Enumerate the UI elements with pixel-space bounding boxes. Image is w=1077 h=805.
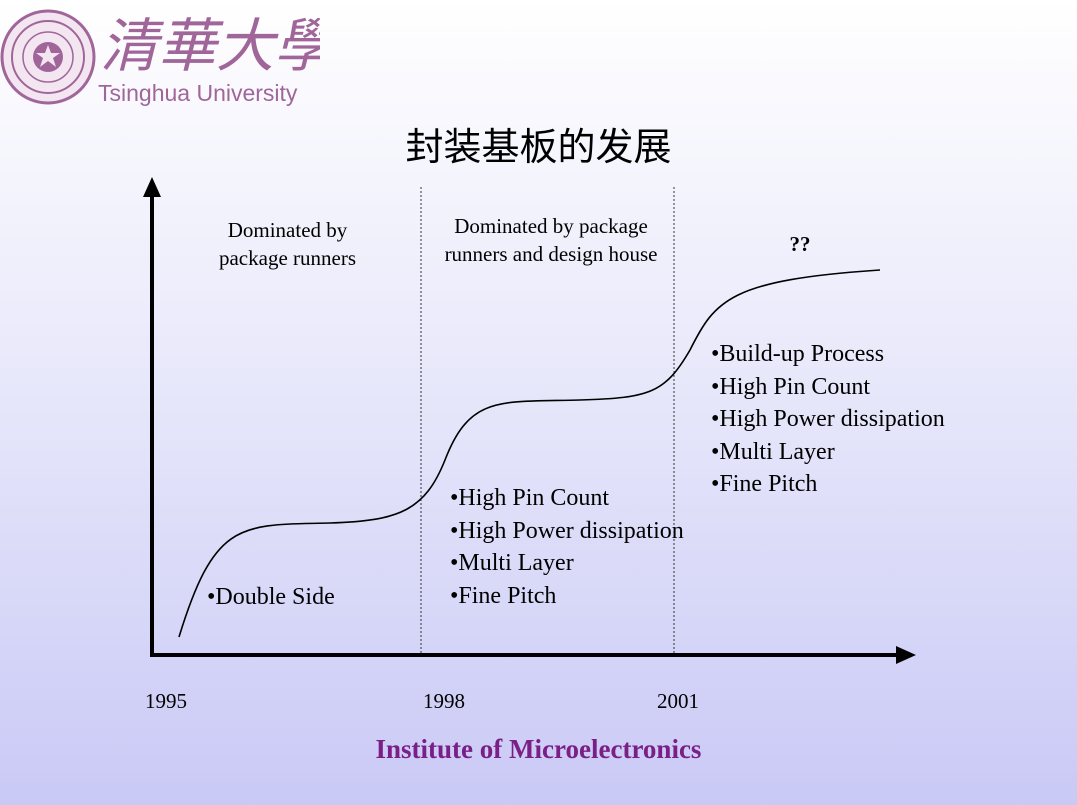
slide-title: 封装基板的发展 [405,125,672,169]
tsinghua-logo: 清華大學 Tsinghua University [0,9,320,106]
bullet-item: •Double Side [207,584,335,610]
year-tick-1998: 1998 [423,689,465,713]
year-tick-1995: 1995 [145,689,187,713]
bullet-item: •High Pin Count [450,485,610,511]
bullet-item: •Multi Layer [711,438,835,465]
phase-label-1998: Dominated by package runners and design … [444,214,658,267]
y-axis-arrowhead [143,177,161,197]
bullet-item: •Fine Pitch [711,471,818,497]
bullet-item: •High Pin Count [711,373,871,400]
logo-chinese-name: 清華大學 [100,12,320,80]
phase-label-1995: Dominated by package runners [218,218,356,271]
x-axis-arrowhead [896,646,916,664]
university-seal-icon [0,9,96,105]
bullet-item: •High Power dissipation [450,517,684,544]
bullet-group-2001: •Build-up Process •High Pin Count •High … [711,338,945,501]
bullet-item: •Multi Layer [450,550,574,576]
growth-curve [178,269,881,638]
bullet-item: •Fine Pitch [450,582,557,609]
bullet-item: •Build-up Process [711,341,885,367]
phase-label-2001: ?? [789,232,811,256]
bullet-group-1998: •High Pin Count •High Power dissipation … [450,482,684,612]
institute-footer: Institute of Microelectronics [375,734,702,764]
bullet-group-1995: •Double Side [207,581,335,614]
bullet-item: •High Power dissipation [711,406,945,432]
year-tick-2001: 2001 [657,689,699,713]
logo-english-name: Tsinghua University [98,80,298,106]
